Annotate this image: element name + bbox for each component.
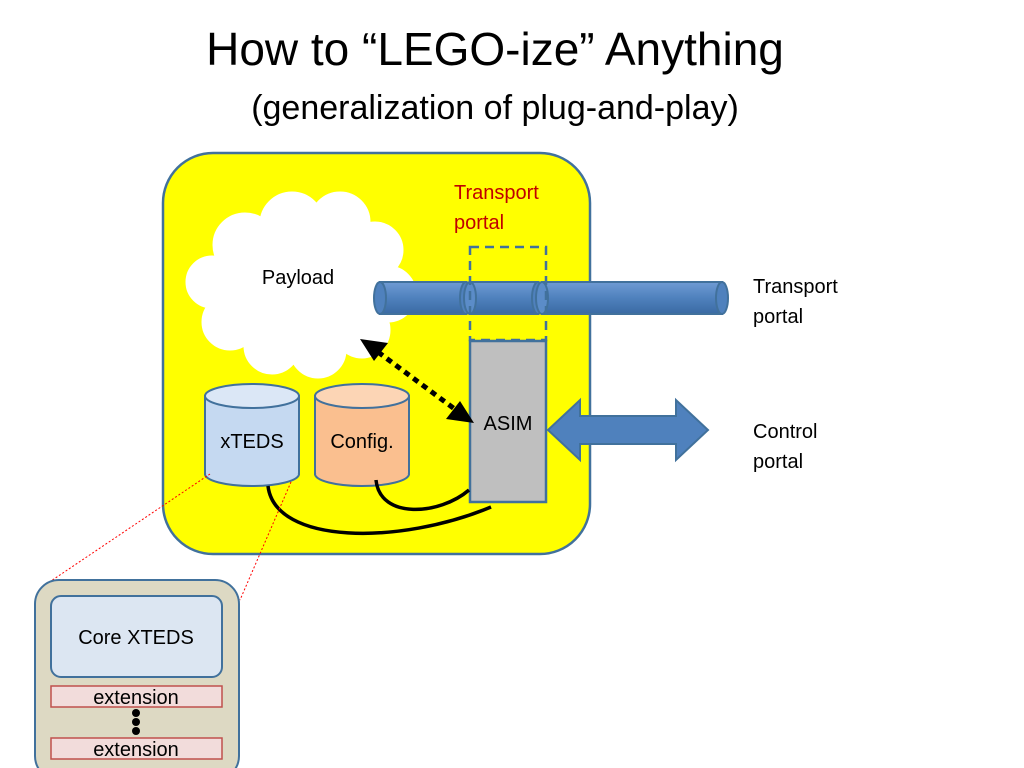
transport-pipe: [373, 281, 729, 315]
core-xteds-label: Core XTEDS: [78, 627, 194, 649]
asim-label: ASIM: [484, 413, 533, 435]
extension-box-1: [50, 685, 223, 708]
transport-portal-label: Transport portal: [753, 276, 843, 328]
payload-asim-arrow: [360, 339, 474, 423]
slide-title: How to “LEGO-ize” Anything: [206, 23, 784, 75]
payload-label: Payload: [262, 267, 334, 289]
control-portal-arrow: [546, 397, 710, 463]
asim-box: [468, 339, 548, 504]
callout-line-left: [47, 473, 211, 584]
extension-box-2: [50, 737, 223, 760]
payload-cloud: [185, 191, 417, 379]
config-asim-connector: [374, 479, 471, 512]
xteds-cylinder: [204, 383, 300, 487]
config-label: Config.: [330, 431, 393, 453]
transport-portal-box: [468, 245, 548, 342]
extension-label-1: extension: [93, 687, 179, 709]
control-portal-label: Control portal: [753, 421, 823, 473]
callout-line-right: [239, 481, 292, 601]
xteds-label: xTEDS: [220, 431, 283, 453]
config-cylinder: [314, 383, 410, 487]
core-xteds-box: [50, 595, 223, 678]
slide-subtitle: (generalization of plug-and-play): [251, 89, 739, 127]
xteds-asim-connector: [266, 485, 492, 535]
extension-label-2: extension: [93, 739, 179, 761]
ellipsis-dots: [132, 709, 140, 735]
transport-portal-inner-label: Transport portal: [454, 182, 544, 234]
